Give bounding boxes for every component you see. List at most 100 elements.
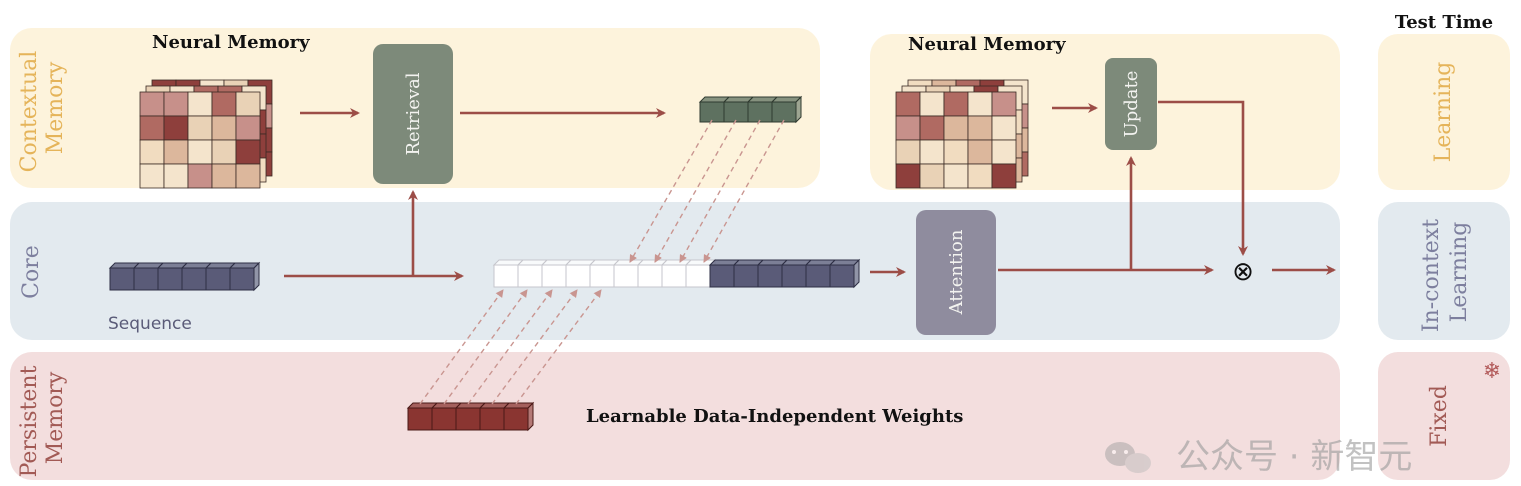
memory-cell [919, 115, 945, 141]
sequence-token-combined [757, 264, 783, 288]
attention-label: Attention [946, 229, 967, 315]
memory-cell [139, 139, 165, 165]
retrieval-label: Retrieval [403, 72, 424, 155]
persistent-memory-label-line1: Persistent [17, 365, 42, 477]
memory-cell [163, 115, 189, 141]
sequence-token-strip [108, 261, 261, 292]
memory-cell [943, 163, 969, 189]
contextual-memory-label-line1: Contextual [17, 51, 42, 173]
retrieved-token-strip [698, 95, 803, 124]
weights-label: Learnable Data-Independent Weights [586, 406, 963, 427]
sequence-token-combined [709, 264, 735, 288]
side-learning-panel [1378, 34, 1510, 190]
retrieved-token [771, 101, 797, 123]
dashed-connectors-from-persistent [419, 289, 602, 405]
memory-cell [919, 139, 945, 165]
dashed-connectors-from-memory [629, 119, 785, 263]
memory-cell [235, 115, 261, 141]
memory-cell [211, 115, 237, 141]
update-label: Update [1121, 71, 1142, 138]
neural-memory-title-right: Neural Memory [908, 34, 1066, 55]
neural-memory-title-left: Neural Memory [152, 32, 310, 53]
neural-memory-cube-left [139, 79, 273, 189]
memory-cell [943, 139, 969, 165]
flow-arrows [284, 100, 1336, 281]
combined-token-strip-sequence [708, 258, 861, 289]
memory-cell [211, 139, 237, 165]
memory-cell [991, 91, 1017, 117]
memory-cell [967, 163, 993, 189]
memory-cell [163, 91, 189, 117]
core-label: Core [19, 245, 44, 299]
memory-cell [187, 163, 213, 189]
memory-cell [943, 115, 969, 141]
sequence-token-combined [829, 264, 855, 288]
side-in-context-panel [1378, 202, 1510, 340]
empty-token [493, 264, 519, 288]
persistent-memory-label-line2: Memory [43, 371, 68, 464]
persistent-memory-label: Persistent Memory [17, 359, 68, 478]
snowflake-icon: ❄ [1483, 359, 1501, 384]
memory-cell [967, 91, 993, 117]
memory-cell [187, 139, 213, 165]
memory-cell [895, 163, 921, 189]
multiply-operator: ⊗ [1232, 257, 1254, 287]
sequence-label: Sequence [108, 314, 192, 334]
memory-cell [967, 115, 993, 141]
empty-token [541, 264, 567, 288]
sequence-token-side [253, 261, 260, 292]
memory-cell [991, 115, 1017, 141]
retrieved-token [723, 101, 749, 123]
sequence-token [157, 267, 183, 291]
arrow-update-to-multiply [1158, 100, 1248, 256]
memory-cell [895, 115, 921, 141]
contextual-memory-label: Contextual Memory [17, 44, 68, 173]
memory-cell [235, 91, 261, 117]
sequence-token [205, 267, 231, 291]
memory-cell [919, 91, 945, 117]
memory-cell [211, 163, 237, 189]
persistent-memory-row [10, 352, 1340, 480]
memory-cell [139, 91, 165, 117]
persistent-weights-token-strip [406, 401, 535, 432]
memory-cell [895, 91, 921, 117]
in-context-line1: In-context [1419, 219, 1444, 332]
memory-cell [991, 139, 1017, 165]
in-context-learning-label: In-context Learning [1419, 212, 1472, 332]
sequence-token [229, 267, 255, 291]
wechat-icon [1105, 442, 1151, 473]
sequence-token [109, 267, 135, 291]
in-context-line2: Learning [1447, 222, 1472, 323]
learning-label: Learning [1431, 62, 1456, 163]
empty-token [661, 264, 687, 288]
update-block [1105, 58, 1157, 150]
memory-cell [139, 163, 165, 189]
memory-cell [235, 139, 261, 165]
persistent-token [455, 407, 481, 431]
sequence-token-combined [805, 264, 831, 288]
empty-token [685, 264, 711, 288]
sequence-token-combined [781, 264, 807, 288]
sequence-token [133, 267, 159, 291]
contextual-memory-label-line2: Memory [43, 61, 68, 154]
empty-token [589, 264, 615, 288]
memory-cell [163, 163, 189, 189]
persistent-token [479, 407, 505, 431]
empty-token [637, 264, 663, 288]
memory-cell [139, 115, 165, 141]
empty-token [613, 264, 639, 288]
persistent-token [431, 407, 457, 431]
empty-token [517, 264, 543, 288]
neural-memory-cube-right [895, 79, 1029, 189]
retrieval-block [373, 44, 453, 184]
watermark-text: 公众号 · 新智元 [1176, 437, 1412, 477]
retrieved-token [747, 101, 773, 123]
sequence-token-combined [733, 264, 759, 288]
memory-cell [163, 139, 189, 165]
memory-cell [187, 115, 213, 141]
combined-token-strip-empty [492, 258, 717, 289]
memory-cell [211, 91, 237, 117]
persistent-token [503, 407, 529, 431]
